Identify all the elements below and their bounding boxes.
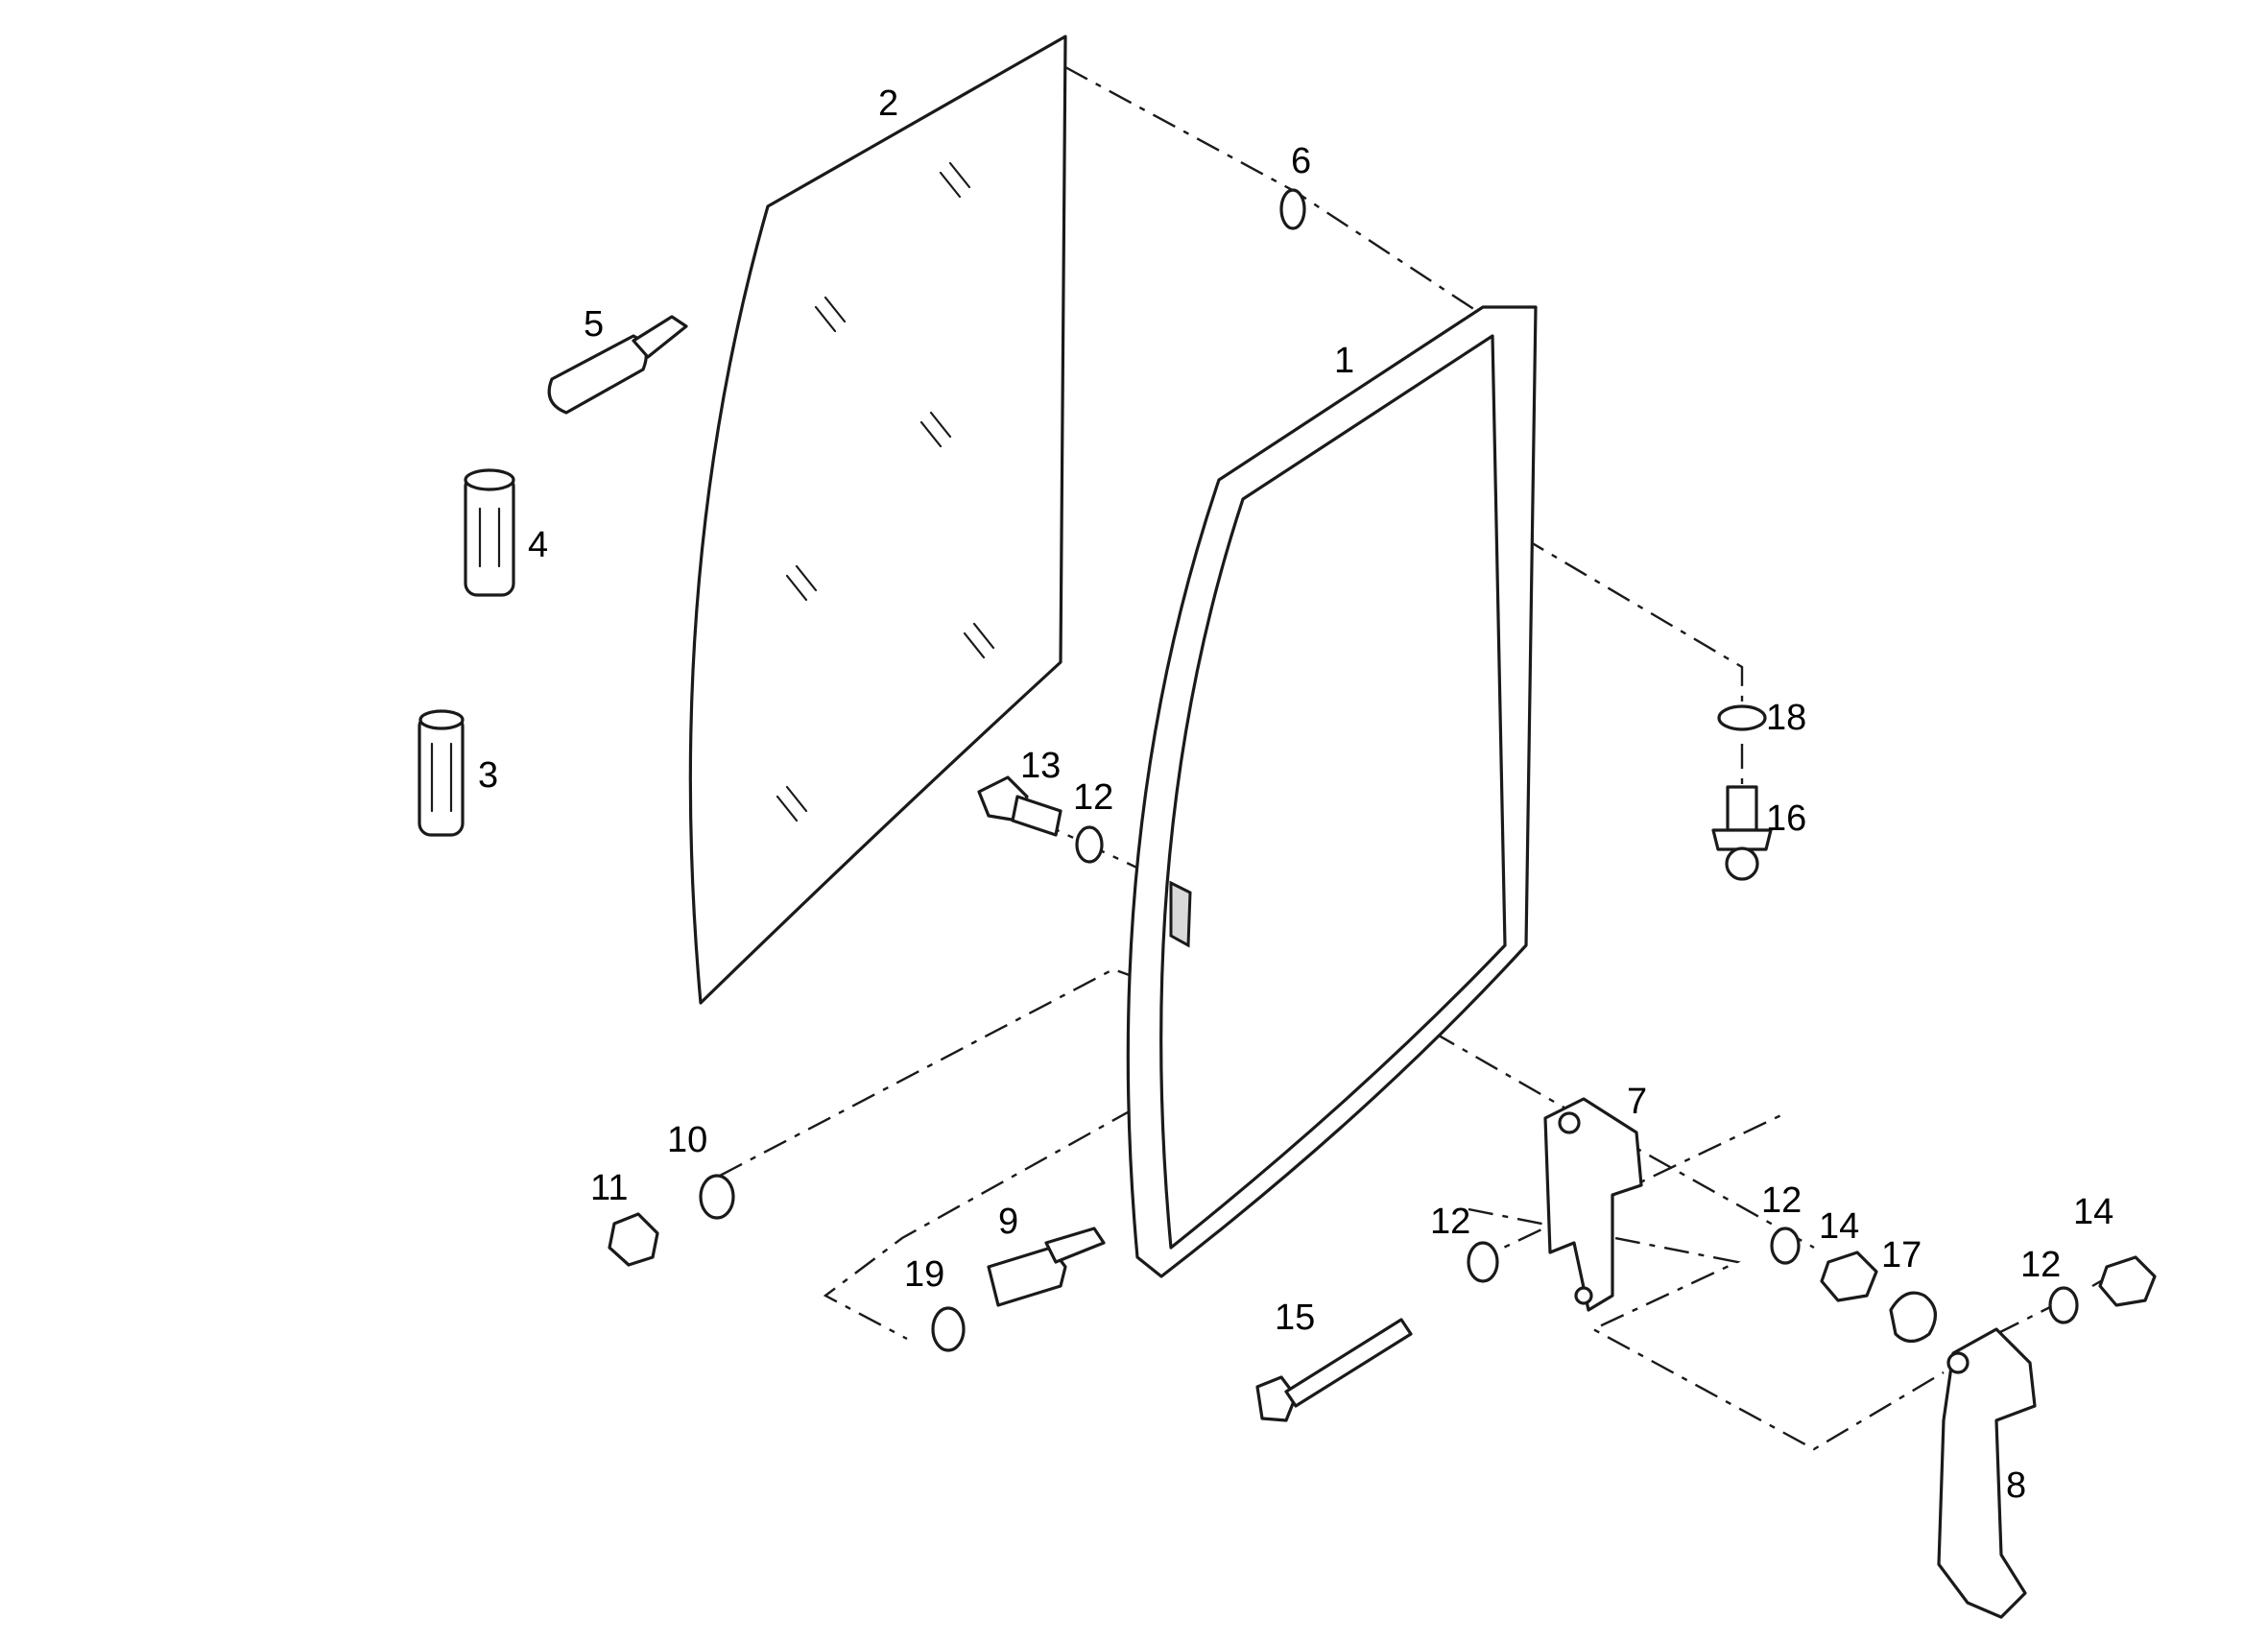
callout-11: 11 <box>590 1168 628 1208</box>
washer-12a <box>1075 825 1104 864</box>
callout-14a: 14 <box>1819 1206 1859 1247</box>
washer-12d <box>2048 1286 2079 1324</box>
callout-10: 10 <box>667 1120 707 1160</box>
glass-pane <box>688 35 1067 1005</box>
grommet <box>1279 188 1306 230</box>
washer-19 <box>931 1306 966 1352</box>
callout-4: 4 <box>528 525 548 565</box>
callout-1: 1 <box>1334 341 1354 381</box>
callout-2: 2 <box>878 83 898 124</box>
bolt-13 <box>977 775 1062 837</box>
callout-16: 16 <box>1766 798 1806 839</box>
cap-nut <box>1889 1291 1937 1344</box>
bolt-15 <box>1255 1318 1413 1422</box>
sealant-tube <box>547 315 688 415</box>
washer-12c <box>1770 1227 1801 1265</box>
cartridge-small <box>418 709 465 837</box>
window-frame <box>1126 305 1538 1278</box>
callout-12c: 12 <box>1761 1180 1802 1221</box>
callout-labels: 1 2 3 4 5 6 7 8 9 10 11 12 13 14 15 16 1… <box>478 83 2113 1506</box>
callout-6: 6 <box>1291 141 1311 181</box>
callout-9: 9 <box>998 1202 1018 1242</box>
washer-12b <box>1467 1241 1499 1283</box>
callout-14b: 14 <box>2073 1192 2113 1232</box>
callout-19: 19 <box>904 1254 944 1295</box>
callout-12b: 12 <box>1430 1202 1470 1242</box>
callout-12d: 12 <box>2020 1245 2061 1285</box>
stud <box>987 1227 1106 1307</box>
callout-15: 15 <box>1275 1298 1315 1338</box>
nut-14a <box>1820 1251 1878 1302</box>
callout-3: 3 <box>478 755 498 796</box>
nut-14b <box>2098 1255 2157 1307</box>
callout-17: 17 <box>1881 1235 1922 1275</box>
latch-handle <box>1937 1327 2037 1619</box>
washer-10 <box>699 1174 735 1220</box>
callout-12a: 12 <box>1073 777 1113 818</box>
callout-8: 8 <box>2006 1465 2026 1506</box>
callout-7: 7 <box>1627 1082 1647 1122</box>
cartridge-large <box>464 468 515 597</box>
washer-18 <box>1717 704 1767 731</box>
callout-18: 18 <box>1766 698 1806 738</box>
callout-5: 5 <box>584 304 604 345</box>
ball-stud <box>1711 785 1773 881</box>
nut-11 <box>608 1212 659 1267</box>
callout-13: 13 <box>1020 746 1061 786</box>
hinge-bracket <box>1543 1097 1643 1312</box>
